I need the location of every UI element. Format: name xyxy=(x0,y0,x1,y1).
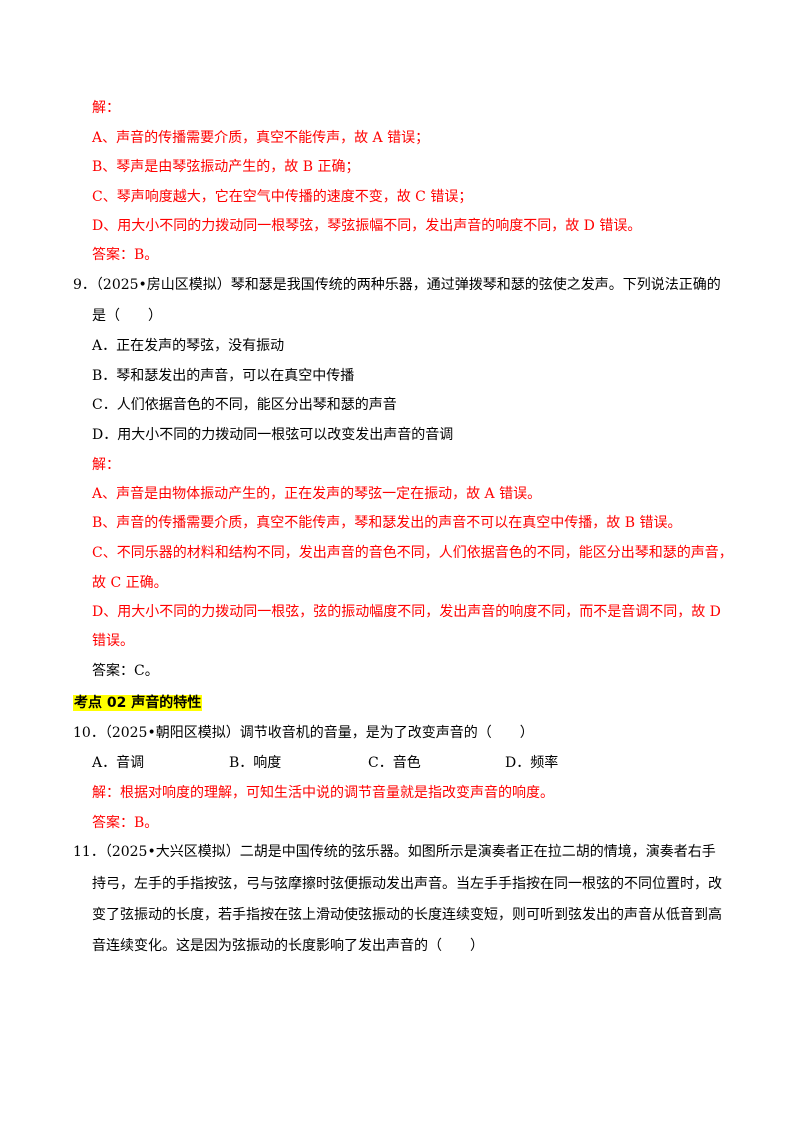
solution-line-a: A、声音是由物体振动产生的，正在发声的琴弦一定在振动，故 A 错误。 xyxy=(92,486,542,502)
option-c: C．音色 xyxy=(368,755,421,771)
solution-line-c: C、琴声响度越大，它在空气中传播的速度不变，故 C 错误； xyxy=(92,189,473,205)
option-c: C．人们依据音色的不同，能区分出琴和瑟的声音 xyxy=(92,397,397,413)
option-d: D．用大小不同的力拨动同一根弦可以改变发出声音的音调 xyxy=(92,427,454,443)
question-stem-continued: 是（ ） xyxy=(92,308,162,324)
question-stem: 9．（2025•房山区模拟）琴和瑟是我国传统的两种乐器，通过弹拨琴和瑟的弦使之发… xyxy=(73,277,721,293)
question-stem: 10．（2025•朝阳区模拟）调节收音机的音量，是为了改变声音的（ ） xyxy=(73,725,534,741)
answer: 答案：B。 xyxy=(92,247,159,263)
solution-label: 解： xyxy=(92,100,120,116)
question-stem: 11．（2025•大兴区模拟）二胡是中国传统的弦乐器。如图所示是演奏者正在拉二胡… xyxy=(73,844,716,860)
question-stem-line3: 变了弦振动的长度，若手指按在弦上滑动使弦振动的长度连续变短，则可听到弦发出的声音… xyxy=(92,907,722,923)
solution-line: 解：根据对响度的理解，可知生活中说的调节音量就是指改变声音的响度。 xyxy=(92,785,554,801)
option-a: A．音调 xyxy=(92,755,145,771)
option-d: D．频率 xyxy=(505,755,559,771)
solution-line-b: B、琴声是由琴弦振动产生的，故 B 正确； xyxy=(92,159,360,175)
options-row: A．音调 B．响度 C．音色 D．频率 xyxy=(92,753,612,773)
answer: 答案：C。 xyxy=(92,663,159,679)
option-a: A．正在发声的琴弦，没有振动 xyxy=(92,338,285,354)
question-stem-line4: 音连续变化。这是因为弦振动的长度影响了发出声音的（ ） xyxy=(92,938,484,954)
solution-label: 解： xyxy=(92,457,120,473)
option-b: B．响度 xyxy=(229,755,282,771)
solution-line-d: D、用大小不同的力拨动同一根弦，弦的振动幅度不同，发出声音的响度不同，而不是音调… xyxy=(92,604,721,620)
solution-line-d: D、用大小不同的力拨动同一根琴弦，琴弦振幅不同，发出声音的响度不同，故 D 错误… xyxy=(92,218,642,234)
option-b: B．琴和瑟发出的声音，可以在真空中传播 xyxy=(92,368,355,384)
solution-line-d-continued: 错误。 xyxy=(92,633,134,649)
solution-line-b: B、声音的传播需要介质，真空不能传声，琴和瑟发出的声音不可以在真空中传播，故 B… xyxy=(92,515,682,531)
solution-line-c: C、不同乐器的材料和结构不同，发出声音的音色不同，人们依据音色的不同，能区分出琴… xyxy=(92,545,733,561)
solution-line-c-continued: 故 C 正确。 xyxy=(92,575,168,591)
question-stem-line2: 持弓，左手的手指按弦，弓与弦摩擦时弦便振动发出声音。当左手手指按在同一根弦的不同… xyxy=(92,876,722,892)
section-heading: 考点 02 声音的特性 xyxy=(73,693,203,713)
section-heading-text: 考点 02 声音的特性 xyxy=(73,695,203,711)
solution-line-a: A、声音的传播需要介质，真空不能传声，故 A 错误； xyxy=(92,130,430,146)
answer: 答案：B。 xyxy=(92,815,159,831)
